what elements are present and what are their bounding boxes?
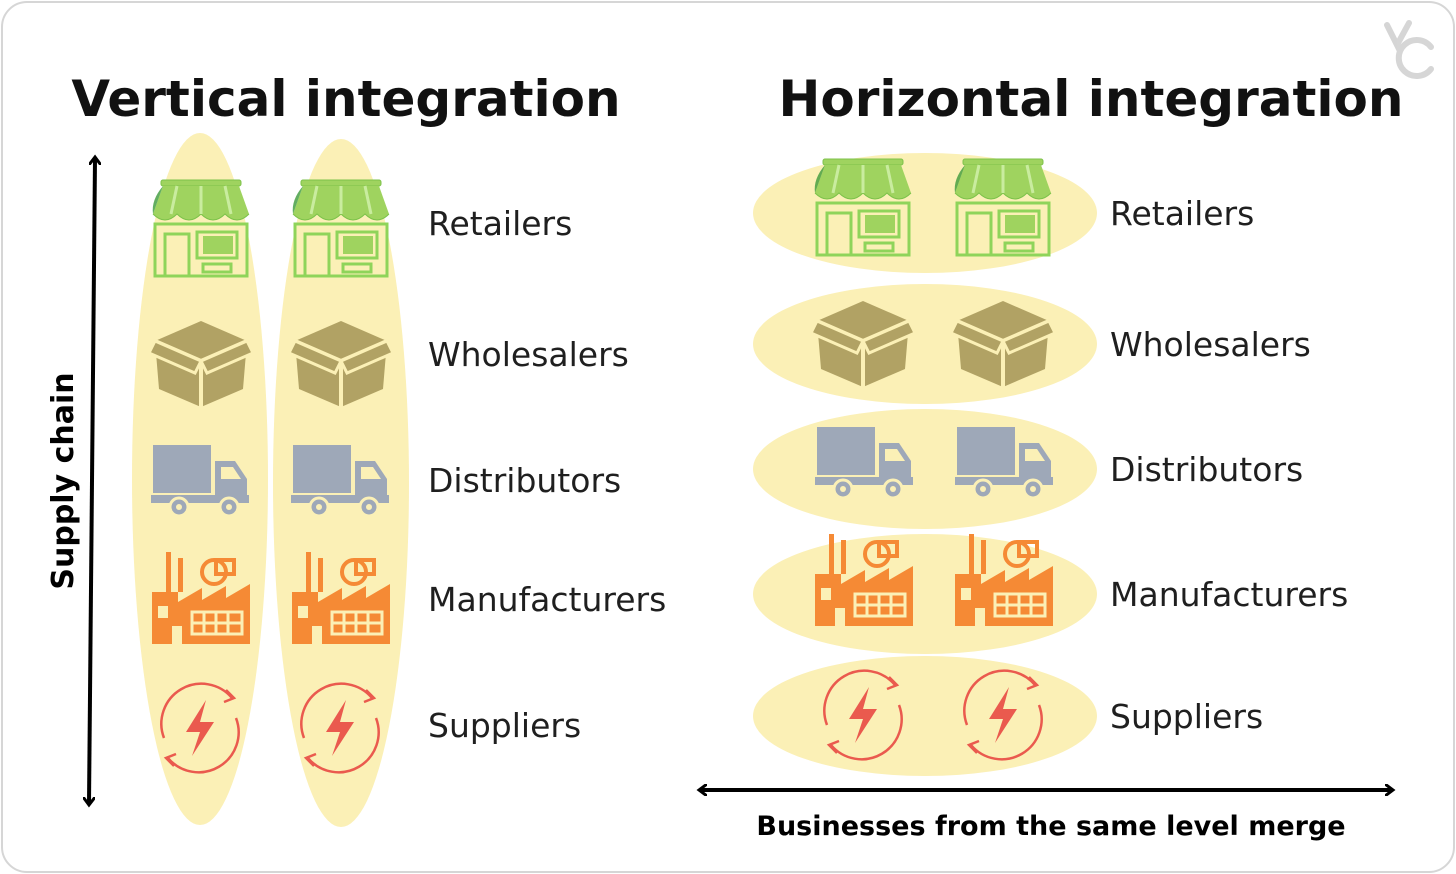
vertical-label-manufacturers: Manufacturers bbox=[428, 580, 666, 619]
horizontal-label-wholesalers: Wholesalers bbox=[1110, 325, 1311, 364]
brand-logo bbox=[1384, 20, 1434, 79]
horizontal-level-suppliers bbox=[753, 656, 1097, 776]
horizontal-label-suppliers: Suppliers bbox=[1110, 697, 1263, 736]
vertical-label-distributors: Distributors bbox=[428, 461, 621, 500]
vertical-label-retailers: Retailers bbox=[428, 204, 572, 243]
supply-chain-arrow bbox=[89, 159, 95, 803]
merge-label: Businesses from the same level merge bbox=[756, 811, 1345, 842]
horizontal-label-distributors: Distributors bbox=[1110, 450, 1303, 489]
supply-chain-label: Supply chain bbox=[46, 372, 81, 589]
vertical-integration-title: Vertical integration bbox=[71, 70, 620, 128]
vertical-label-wholesalers: Wholesalers bbox=[428, 335, 629, 374]
horizontal-label-retailers: Retailers bbox=[1110, 194, 1254, 233]
vertical-label-suppliers: Suppliers bbox=[428, 706, 581, 745]
integration-diagram: Vertical integration Horizontal integrat… bbox=[46, 20, 1434, 842]
horizontal-integration-title: Horizontal integration bbox=[779, 70, 1404, 128]
horizontal-label-manufacturers: Manufacturers bbox=[1110, 575, 1348, 614]
